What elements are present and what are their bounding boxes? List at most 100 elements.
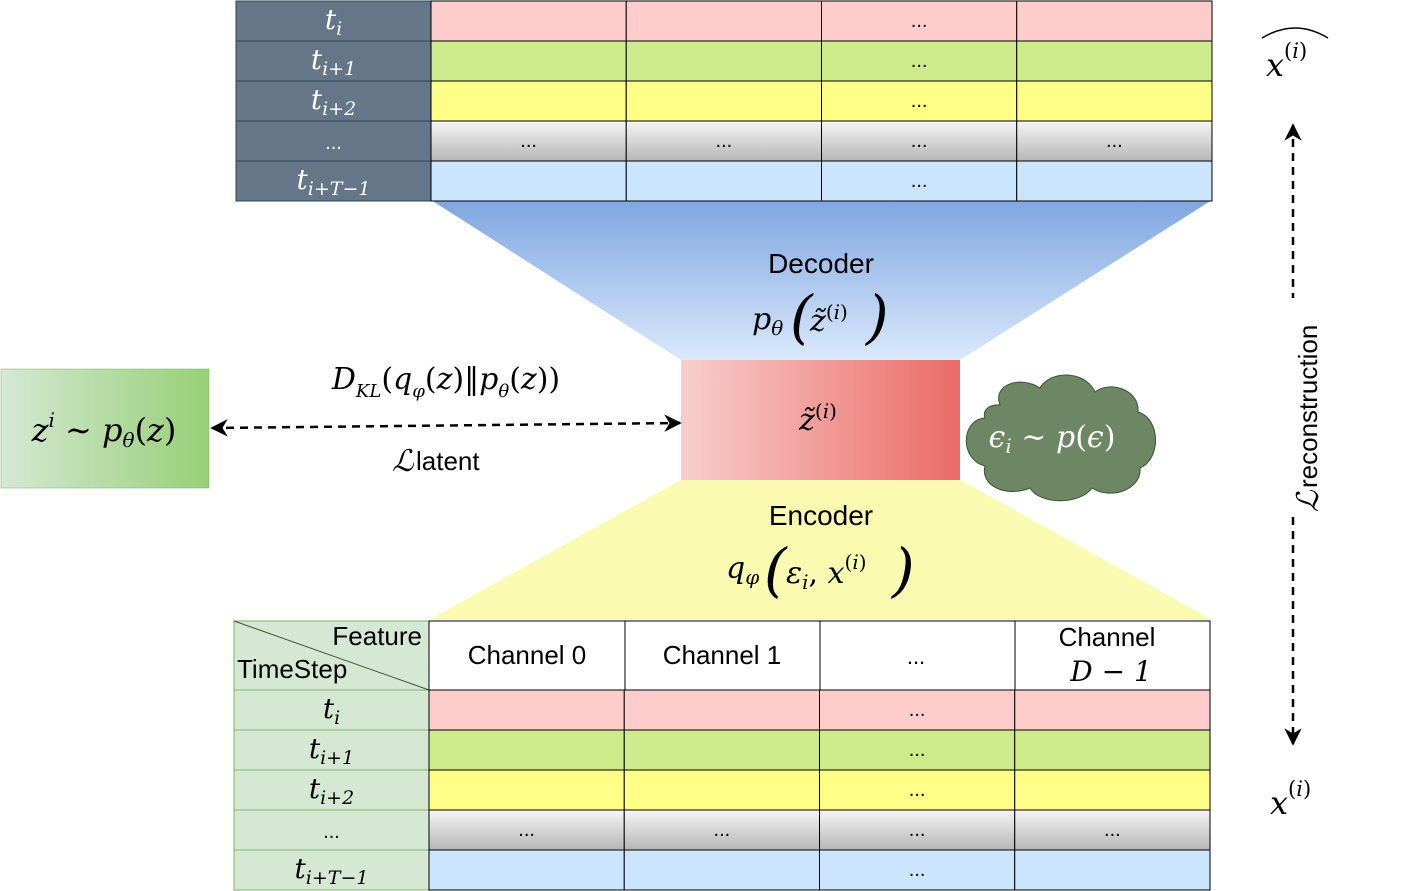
bottom-cell-text: ... [909,859,926,881]
top-data-cell [1016,80,1213,122]
channel-last-label: Channel [1059,622,1156,652]
encoder-label: Encoder [769,500,873,531]
top-data-cell [430,80,627,122]
decoder-label: Decoder [768,248,874,279]
top-data-cell [1016,0,1213,42]
bottom-cell-text: ... [909,739,926,761]
top-data-cell [430,40,627,82]
top-cell-text: ... [911,50,928,72]
bottom-timestep-cell [233,729,430,771]
channel-dots-label: ... [907,644,925,669]
top-cell-text: ... [911,130,928,152]
top-data-cell [625,160,822,202]
svg-text:ℒ: ℒ [1291,489,1326,512]
bottom-data-cell [428,769,625,811]
bottom-data-cell [623,769,820,811]
header-corner-diagonal [233,620,430,691]
top-timestep-label: ti+1 [311,43,356,80]
prior-box [0,368,210,489]
top-cell-text: ... [520,130,537,152]
top-data-cell [1016,160,1213,202]
encoder-funnel [429,480,1212,620]
bottom-timestep-label: ti+T−1 [295,852,369,889]
bottom-data-cell [1014,769,1211,811]
bottom-data-cell [428,809,625,851]
channel-dots-cell [819,620,1016,691]
bottom-timestep-cell [233,689,430,731]
svg-text:latent: latent [416,446,480,476]
kl-arrow [210,414,682,437]
top-data-cell [1016,40,1213,82]
bottom-timestep-label: ... [323,821,340,843]
decoder-funnel [431,200,1212,360]
svg-text:x(i): x(i) [1266,39,1307,84]
noise-cloud: ϵi ∼ p(ϵ) [965,374,1156,502]
top-timestep-label: ti+T−1 [297,163,371,200]
top-timestep-label: ... [325,132,342,154]
reconstructed-x-label: x(i) [1261,27,1329,84]
input-table: ti... ti+1... ti+2.................. ti+T−1… [233,689,1211,891]
bottom-timestep-label: ti+1 [309,732,354,769]
top-data-cell [625,40,822,82]
top-data-cell [821,40,1018,82]
bottom-data-cell [819,689,1016,731]
bottom-data-cell [819,849,1016,891]
top-data-cell [430,0,627,42]
bottom-data-cell [428,849,625,891]
bottom-data-cell [623,689,820,731]
svg-text:ℒ: ℒ [392,444,415,479]
header-timestep-label: TimeStep [237,654,347,684]
svg-text:): ) [864,283,889,351]
svg-text:(: ( [790,283,814,351]
bottom-cell-text: ... [909,699,926,721]
channel-1-label: Channel 1 [663,640,782,670]
svg-text:): ) [890,536,915,604]
top-data-cell [1016,120,1213,162]
bottom-cell-text: ... [714,819,731,841]
top-data-cell [821,160,1018,202]
channel-1-cell [624,620,821,691]
top-cell-text: ... [911,10,928,32]
bottom-cell-text: ... [518,819,535,841]
bottom-data-cell [428,729,625,771]
bottom-data-cell [1014,809,1211,851]
top-timestep-label: ti [325,3,342,40]
channel-0-cell [428,620,626,691]
bottom-data-cell [428,689,625,731]
latent-loss-label: ℒ latent [392,444,480,479]
bottom-timestep-label: ti+2 [309,772,354,809]
channel-0-label: Channel 0 [468,640,587,670]
top-data-cell [625,80,822,122]
channel-last-cell [1014,620,1211,691]
top-data-cell [821,120,1018,162]
top-timestep-cell [235,160,432,202]
top-cell-text: ... [1106,130,1123,152]
header-feature-label: Feature [332,621,422,651]
bottom-data-cell [819,769,1016,811]
latent-box [681,360,960,480]
bottom-data-cell [1014,729,1211,771]
top-timestep-cell [235,120,432,162]
svg-text:reconstruction: reconstruction [1293,325,1323,488]
top-data-cell [430,160,627,202]
bottom-timestep-label: ti [323,692,340,729]
bottom-timestep-cell [233,809,430,851]
svg-text:pθ: pθ [752,302,783,340]
bottom-data-cell [1014,689,1211,731]
reconstruction-loss-label: ℒ reconstruction [1290,298,1326,514]
bottom-data-cell [623,849,820,891]
kl-formula: DKL(qφ(z)‖pθ(z)) [331,362,560,402]
noise-formula: ϵi ∼ p(ϵ) [989,420,1116,458]
top-cell-text: ... [911,170,928,192]
reconstructed-table: ti... ti+1... ti+2.................. ti+T−1… [235,0,1213,202]
input-x-label: x(i) [1270,777,1311,822]
bottom-cell-text: ... [909,779,926,801]
bottom-data-cell [1014,849,1211,891]
top-cell-text: ... [716,130,733,152]
top-data-cell [625,0,822,42]
top-cell-text: ... [911,90,928,112]
bottom-cell-text: ... [1104,819,1121,841]
prior-formula: zi ∼ pθ(z) [31,408,177,452]
top-timestep-label: ti+2 [311,83,356,120]
